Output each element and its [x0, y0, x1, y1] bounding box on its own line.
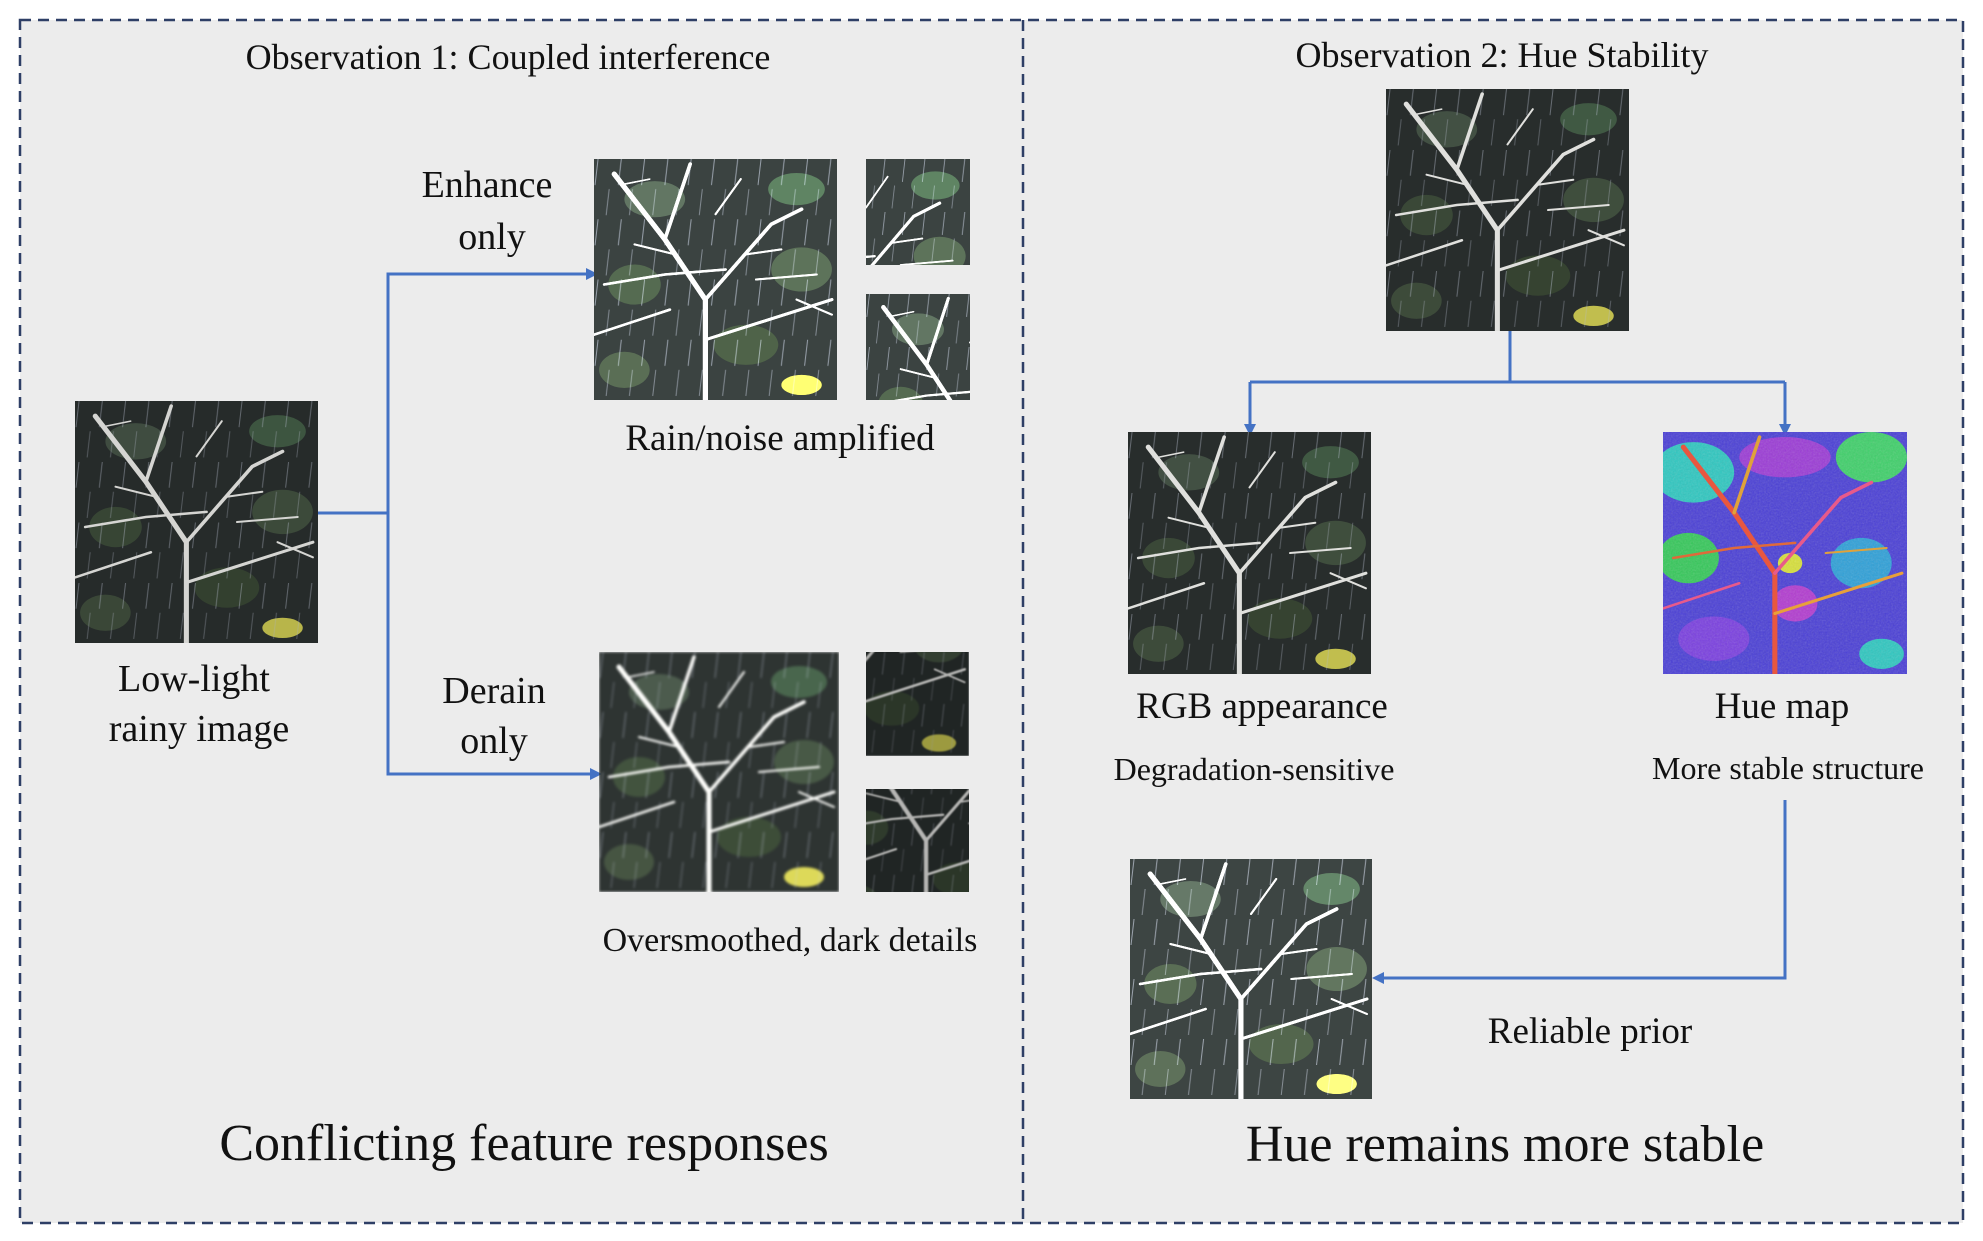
enhanced-result-image	[594, 159, 837, 400]
low-light-rainy-image	[75, 401, 318, 643]
enhance-label-line1: Enhance	[421, 164, 553, 206]
enhance-arrowhead	[586, 268, 598, 280]
left-bottom-caption: Conflicting feature responses	[219, 1115, 829, 1172]
observation-2-title: Observation 2: Hue Stability	[1295, 35, 1709, 75]
enhanced-crop-top	[866, 159, 970, 265]
outer-dashed-border	[18, 18, 1965, 1225]
prior-arrowhead	[1372, 972, 1384, 984]
derain-label-line2: only	[460, 720, 528, 762]
rgb-caption: RGB appearance	[1136, 686, 1388, 727]
enhanced-crop-bottom	[866, 294, 970, 400]
input-caption-line1: Low-light	[118, 658, 270, 700]
hue-map-image	[1663, 432, 1907, 674]
rgb-appearance-image	[1128, 432, 1371, 674]
enhance-branch-arrow	[386, 272, 588, 513]
rgb-subcaption: Degradation-sensitive	[1113, 751, 1395, 787]
derain-arrowhead	[590, 768, 602, 780]
observation-2-input-image	[1386, 89, 1629, 331]
observation-1-title: Observation 1: Coupled interference	[245, 37, 771, 77]
hue-guided-result-image	[1130, 859, 1372, 1099]
right-bottom-caption: Hue remains more stable	[1245, 1116, 1765, 1173]
rgb-branch-arrow	[1248, 380, 1785, 428]
derained-crop-bottom	[866, 789, 969, 892]
reliable-prior-label: Reliable prior	[1487, 1011, 1693, 1052]
reliable-prior-arrow	[1382, 800, 1787, 980]
enhance-result-caption: Rain/noise amplified	[625, 418, 935, 459]
derain-branch-arrow	[386, 513, 592, 776]
rgb-arrowhead	[1244, 424, 1256, 436]
input-caption-line2: rainy image	[108, 708, 290, 750]
derained-result-image	[599, 652, 839, 892]
derained-crop-top	[866, 652, 969, 756]
derain-result-caption: Oversmoothed, dark details	[602, 922, 978, 959]
enhance-label-line2: only	[458, 216, 526, 258]
hue-subcaption: More stable structure	[1652, 750, 1924, 786]
derain-label-line1: Derain	[442, 670, 546, 712]
hue-caption: Hue map	[1714, 686, 1850, 727]
hue-arrowhead	[1779, 424, 1791, 436]
